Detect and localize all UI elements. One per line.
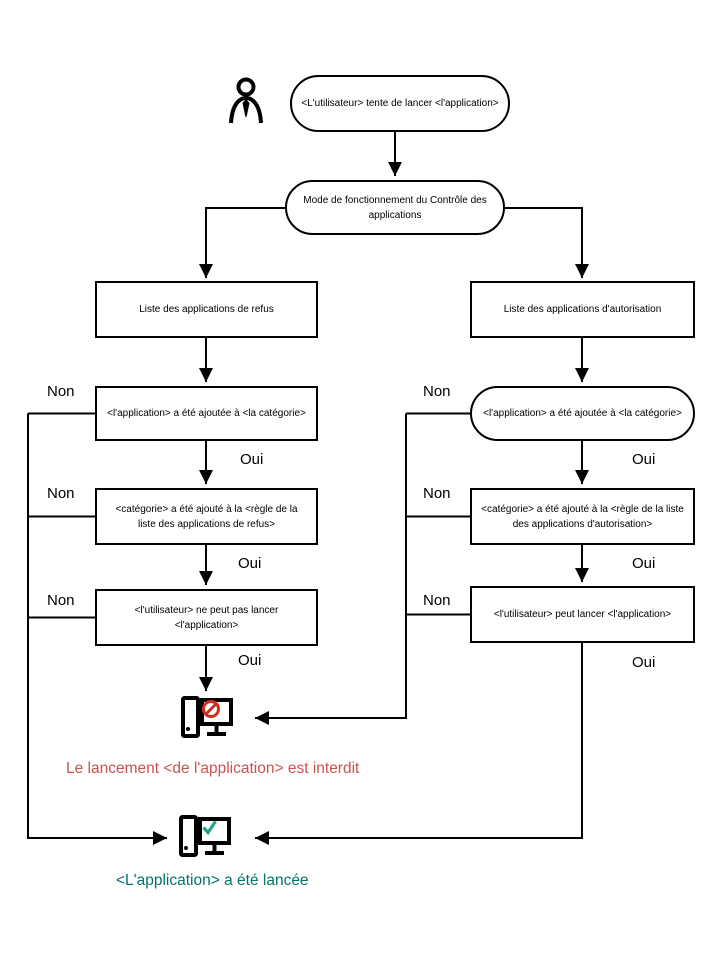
computer-launched-icon — [179, 815, 231, 857]
deny-oui-label-2: Oui — [238, 555, 262, 572]
user-icon — [229, 77, 263, 124]
edge-allow-canlaunch-oui — [255, 643, 583, 845]
deny-category-in-rule-node: <catégorie> a été ajouté à la <règle de … — [95, 488, 318, 545]
allow-oui-label-1: Oui — [632, 451, 656, 468]
deny-non-label-1: Non — [47, 383, 75, 400]
deny-user-cannot-launch-node: <l'utilisateur> ne peut pas lancer <l'ap… — [95, 589, 318, 646]
edge-deny-non-feedback — [27, 413, 167, 845]
denylist-node: Liste des applications de refus — [95, 281, 318, 338]
allow-app-in-category-node: <l'application> a été ajoutée à <la caté… — [470, 386, 695, 441]
deny-app-in-category-node: <l'application> a été ajoutée à <la caté… — [95, 386, 318, 441]
allow-non-label-3: Non — [423, 592, 451, 609]
allowlist-node: Liste des applications d'autorisation — [470, 281, 695, 338]
allow-user-can-launch-node: <l'utilisateur> peut lancer <l'applicati… — [470, 586, 695, 643]
deny-non-label-2: Non — [47, 485, 75, 502]
computer-blocked-icon — [181, 696, 233, 738]
allow-non-label-1: Non — [423, 383, 451, 400]
allow-non-label-2: Non — [423, 485, 451, 502]
allow-category-in-rule-node: <catégorie> a été ajouté à la <règle de … — [470, 488, 695, 545]
edge-mode-to-allowlist — [505, 207, 589, 278]
blocked-text: Le lancement <de l'application> est inte… — [66, 760, 360, 777]
deny-oui-label-1: Oui — [240, 451, 264, 468]
edge-allow-non-feedback — [255, 413, 407, 725]
start-node: <L'utilisateur> tente de lancer <l'appli… — [290, 75, 510, 132]
allow-oui-label-3: Oui — [632, 654, 656, 671]
deny-non-label-3: Non — [47, 592, 75, 609]
launched-text: <L'application> a été lancée — [116, 872, 309, 889]
deny-oui-label-3: Oui — [238, 652, 262, 669]
edge-mode-to-denylist — [199, 207, 285, 278]
check-icon — [202, 820, 217, 836]
mode-node: Mode de fonctionnement du Contrôle des a… — [285, 180, 505, 235]
allow-oui-label-2: Oui — [632, 555, 656, 572]
prohibition-icon — [202, 700, 220, 718]
